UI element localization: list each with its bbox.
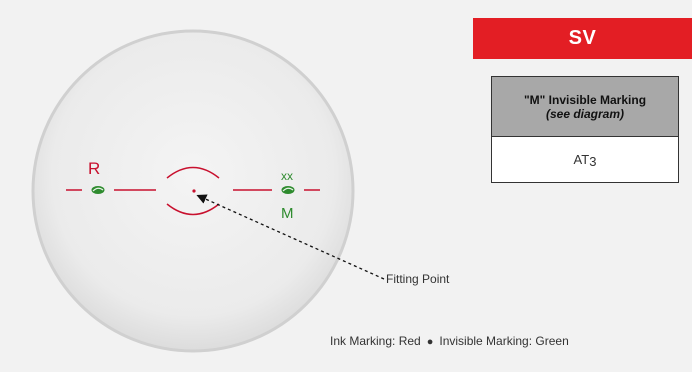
marking-table-header: "M" Invisible Marking (see diagram) bbox=[492, 77, 678, 137]
marking-value-main: AT bbox=[573, 152, 590, 167]
legend-invisible-text: Invisible Marking: Green bbox=[439, 334, 569, 348]
marking-table-subtitle: (see diagram) bbox=[545, 106, 625, 121]
design-code: SV bbox=[568, 27, 597, 49]
invisible-mark-code: xx bbox=[281, 169, 293, 183]
fitting-point-label: Fitting Point bbox=[386, 272, 450, 286]
fitting-point-upper-bracket bbox=[166, 166, 220, 179]
right-invisible-mark bbox=[281, 186, 295, 194]
fitting-point-lower-bracket bbox=[166, 203, 220, 216]
legend-ink-text: Ink Marking: Red bbox=[330, 334, 421, 348]
marking-legend: Ink Marking: Red ● Invisible Marking: Gree… bbox=[330, 334, 569, 348]
marking-value-subscript: 3 bbox=[589, 154, 597, 169]
fitting-point-dot bbox=[192, 189, 196, 193]
marking-table-title: "M" Invisible Marking bbox=[523, 92, 647, 107]
legend-separator: ● bbox=[426, 336, 434, 348]
left-ink-mark bbox=[91, 186, 105, 194]
ink-mark-label: R bbox=[88, 159, 100, 178]
design-code-header: SV bbox=[473, 18, 692, 59]
invisible-mark-label: M bbox=[281, 205, 294, 222]
